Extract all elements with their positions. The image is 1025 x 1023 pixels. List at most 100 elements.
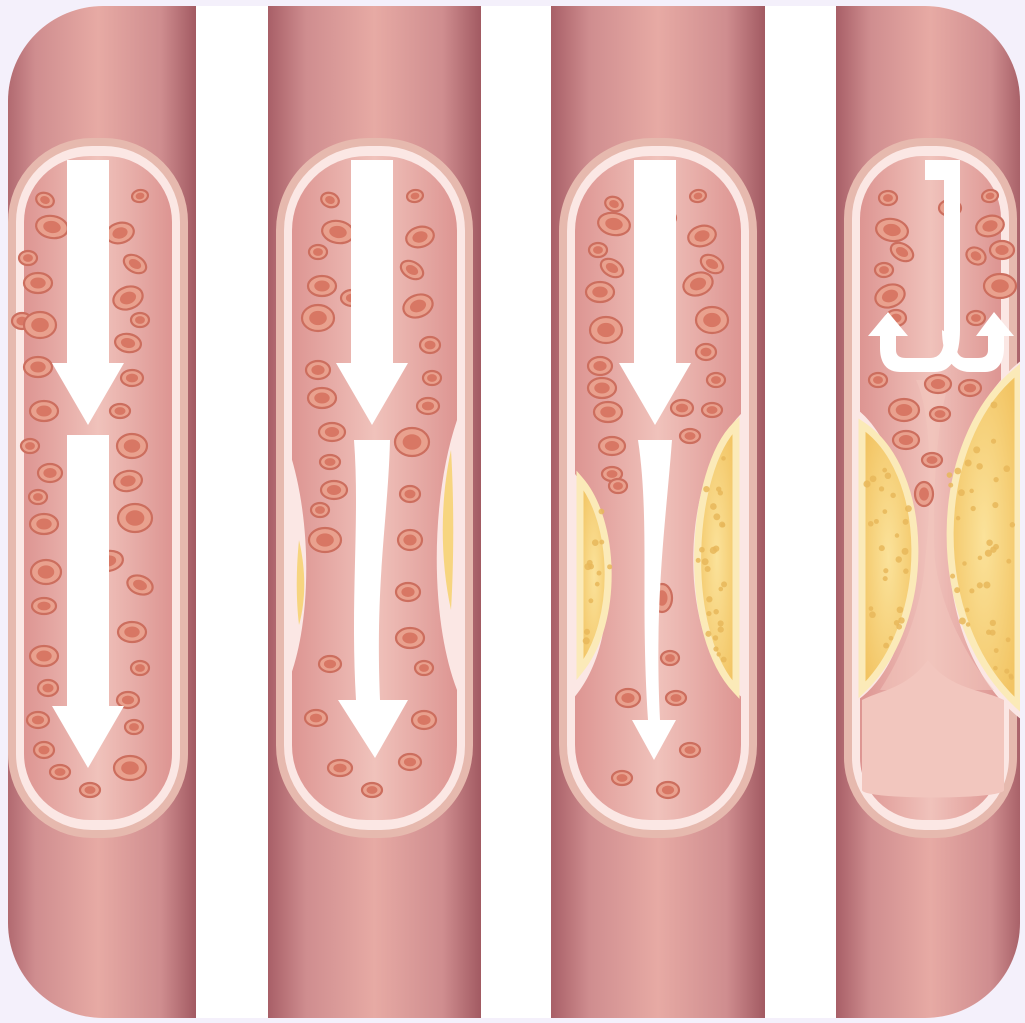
blood-cell	[609, 479, 627, 493]
blood-cell	[320, 455, 340, 469]
plaque-particle	[985, 550, 992, 557]
blood-cell	[125, 720, 143, 734]
blood-cell	[114, 756, 146, 780]
blood-cell	[32, 598, 56, 614]
plaque-particle	[983, 581, 990, 588]
plaque-particle	[713, 635, 718, 640]
plaque-particle	[956, 516, 960, 520]
plaque-particle	[993, 477, 998, 482]
plaque-particle	[883, 643, 889, 649]
blood-cell	[922, 453, 942, 467]
blood-cell	[420, 337, 440, 353]
plaque-particle	[699, 547, 705, 553]
plaque-particle	[990, 630, 996, 636]
plaque-particle	[597, 571, 602, 576]
blood-cell	[680, 743, 700, 757]
plaque-particle	[721, 657, 727, 663]
plaque-particle	[966, 622, 970, 626]
plaque-particle	[713, 513, 720, 520]
blood-cell	[412, 711, 436, 729]
blood-cell	[415, 661, 433, 675]
blood-cell	[121, 370, 143, 386]
blood-cell	[666, 691, 686, 705]
blood-cell	[328, 760, 352, 776]
blood-cell	[308, 388, 336, 408]
plaque-particle	[716, 486, 721, 491]
plaque-particle	[1003, 465, 1010, 472]
blood-cell	[925, 375, 951, 393]
plaque-particle	[869, 606, 874, 611]
plaque-particle	[584, 629, 590, 635]
plaque-particle	[977, 582, 983, 588]
plaque-particle	[696, 558, 701, 563]
blood-cell	[117, 434, 147, 458]
plaque-particle	[976, 463, 982, 469]
blood-cell	[305, 710, 327, 726]
plaque-particle	[882, 468, 887, 473]
plaque-particle	[703, 486, 709, 492]
plaque-particle	[965, 608, 970, 613]
plaque-particle	[962, 561, 966, 565]
plaque-particle	[994, 648, 999, 653]
plaque-particle	[895, 533, 899, 537]
blood-cell	[34, 742, 54, 758]
artery-stage-3	[551, 0, 765, 1023]
plaque-particle	[1009, 675, 1014, 680]
blood-cell	[321, 481, 347, 499]
plaque-particle	[713, 609, 718, 614]
plaque-particle	[896, 556, 902, 562]
blood-cell	[879, 191, 897, 205]
blood-cell	[423, 371, 441, 385]
artery-stage-2	[268, 0, 481, 1023]
plaque-particle	[903, 568, 908, 573]
plaque-particle	[965, 459, 972, 466]
plaque-particle	[874, 519, 879, 524]
blood-cell	[21, 439, 39, 453]
plaque-particle	[897, 606, 904, 613]
plaque-particle	[721, 581, 727, 587]
blood-cell	[24, 273, 52, 293]
plaque-particle	[903, 519, 909, 525]
plaque-particle	[954, 587, 960, 593]
blood-cell	[131, 661, 149, 675]
blood-cell	[875, 263, 893, 277]
plaque-particle	[890, 493, 895, 498]
blood-cell	[30, 401, 58, 421]
blood-cell	[612, 771, 632, 785]
blood-cell	[31, 560, 61, 584]
plaque-particle	[706, 611, 711, 616]
blood-cell	[661, 651, 679, 665]
plaque-particle	[971, 506, 976, 511]
blood-cell	[319, 423, 345, 441]
blood-cell	[24, 357, 52, 377]
plaque-particle	[883, 576, 888, 581]
blood-cell	[984, 274, 1016, 298]
blood-cell	[362, 783, 382, 797]
blood-cell	[586, 282, 614, 302]
plaque-particle	[716, 652, 720, 656]
blood-cell	[702, 403, 722, 417]
plaque-particle	[902, 548, 909, 555]
blood-cell	[400, 486, 420, 502]
blood-cell	[80, 783, 100, 797]
blood-cell	[893, 431, 919, 449]
plaque-particle	[948, 483, 953, 488]
plaque-particle	[986, 539, 992, 545]
plaque-particle	[718, 587, 723, 592]
blood-cell	[319, 656, 341, 672]
blood-cell	[308, 276, 336, 296]
blood-cell	[696, 344, 716, 360]
blood-cell	[696, 307, 728, 333]
blood-cell	[399, 754, 421, 770]
plaque-particle	[595, 582, 600, 587]
plaque-particle	[592, 539, 599, 546]
plaque-particle	[978, 556, 983, 561]
plaque-particle	[969, 588, 974, 593]
plaque-particle	[993, 666, 998, 671]
blood-cell	[599, 437, 625, 455]
blood-cell	[30, 514, 58, 534]
plaque-particle	[1010, 522, 1015, 527]
blood-cell	[302, 305, 334, 331]
plaque-particle	[959, 618, 966, 625]
